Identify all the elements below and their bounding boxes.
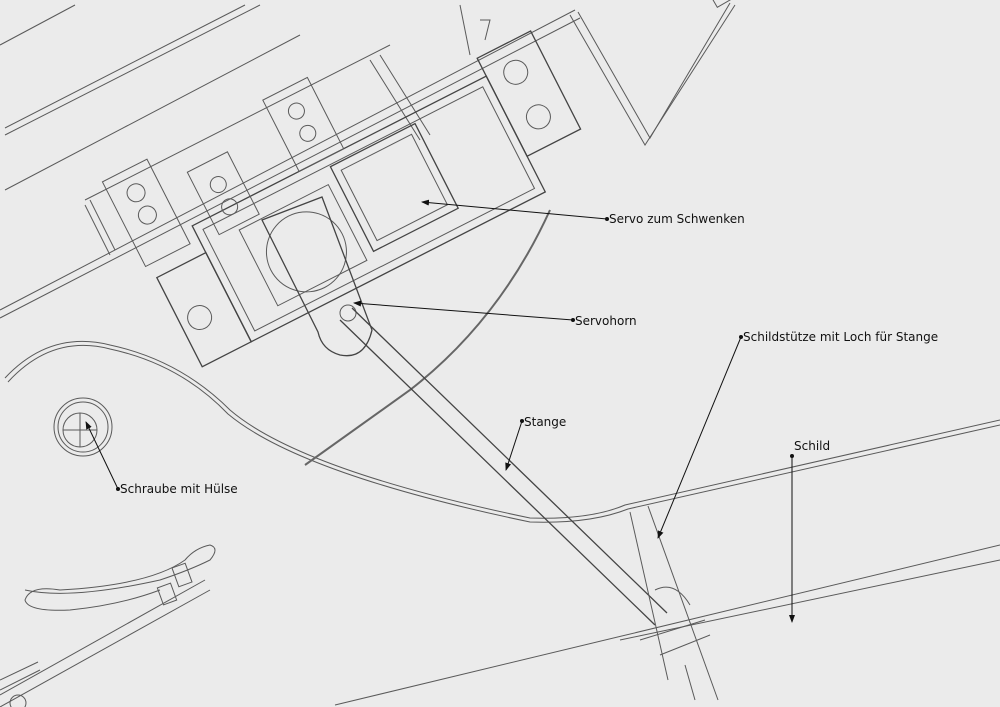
callout-servo-schwenken: Servo zum Schwenken <box>421 199 745 226</box>
callout-schild: Schild <box>789 439 830 623</box>
lower-left-linkage <box>0 544 216 707</box>
label-schild: Schild <box>794 439 830 453</box>
body-curves <box>4 209 1000 706</box>
label-stange: Stange <box>524 415 566 429</box>
label-servohorn: Servohorn <box>575 314 637 328</box>
frame-lines <box>0 0 736 319</box>
servo-horn <box>261 196 373 357</box>
callout-schraube: Schraube mit Hülse <box>85 421 238 496</box>
shield-support <box>629 505 719 701</box>
callout-stange: Stange <box>505 415 566 471</box>
label-schraube: Schraube mit Hülse <box>120 482 238 496</box>
label-schildstuetze: Schildstütze mit Loch für Stange <box>743 330 938 344</box>
callout-schildstuetze: Schildstütze mit Loch für Stange <box>657 330 938 539</box>
callouts: Servo zum Schwenken Servohorn Schildstüt… <box>85 199 938 623</box>
servo-assembly <box>101 30 582 368</box>
screw-with-sleeve <box>53 397 113 457</box>
label-servo-schwenken: Servo zum Schwenken <box>609 212 745 226</box>
rod <box>339 307 668 626</box>
callout-servohorn: Servohorn <box>353 300 637 328</box>
